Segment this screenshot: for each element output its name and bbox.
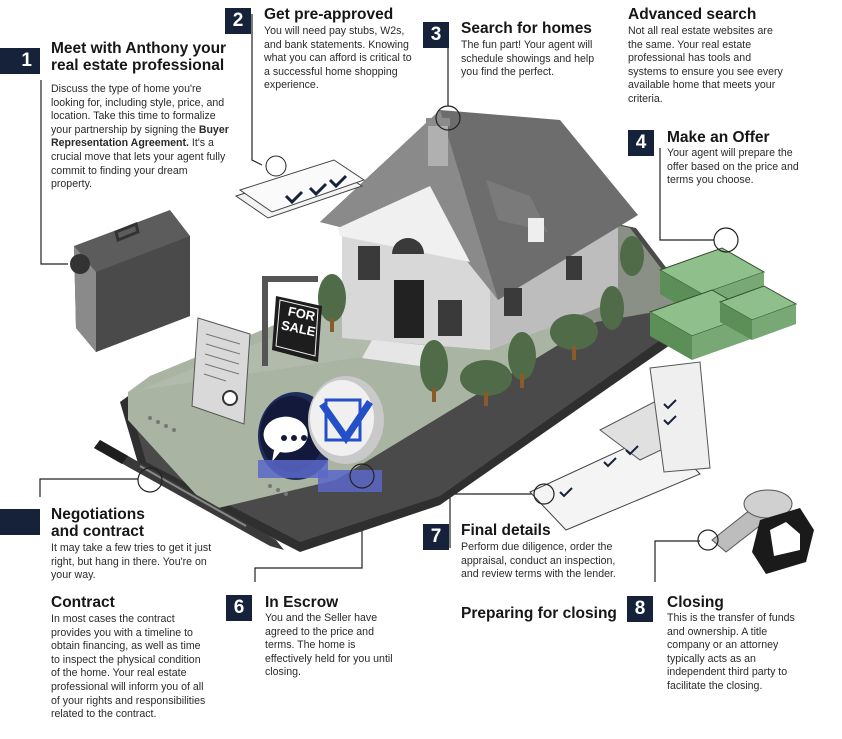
preparing-for-closing-title: Preparing for closing	[461, 605, 617, 622]
step-1-body-bold: Buyer Representation Agreement.	[51, 123, 229, 150]
step-4-badge: 4	[628, 130, 654, 156]
step-4-title: Make an Offer	[667, 129, 770, 146]
negotiations-title: Negotiations and contract	[51, 506, 145, 540]
step-3-body: The fun part! Your agent will schedule s…	[461, 39, 595, 79]
advanced-search-body: Not all real estate websites are the sam…	[628, 25, 783, 105]
chat-bubble-icon	[258, 392, 334, 480]
step-6-badge: 6	[226, 595, 252, 621]
step-8-badge: 8	[627, 596, 653, 622]
negotiations-body: It may take a few tries to get it just r…	[51, 542, 212, 582]
step-3-badge: 3	[423, 22, 449, 48]
step-8-title: Closing	[667, 594, 724, 611]
money-stacks-icon	[648, 247, 798, 360]
step-2-body: You will need pay stubs, W2s, and bank s…	[264, 25, 412, 92]
checklist-icon	[529, 361, 711, 531]
contract-title: Contract	[51, 594, 115, 611]
documents-icon	[234, 155, 366, 219]
step-4-body: Your agent will prepare the offer based …	[667, 147, 799, 187]
step-1-badge: 1	[0, 48, 40, 74]
step-1-body: Discuss the type of home you're looking …	[51, 83, 231, 192]
step-3-title: Search for homes	[461, 20, 592, 37]
advanced-search-title: Advanced search	[628, 6, 757, 23]
pen-icon	[94, 440, 284, 550]
contract-body: In most cases the contract provides you …	[51, 613, 206, 721]
trees	[318, 236, 644, 406]
step-1-body-part-a: Discuss the type of home you're looking …	[51, 83, 225, 136]
step-7-body: Perform due diligence, order the apprais…	[461, 541, 616, 581]
step-2-badge: 2	[225, 8, 251, 34]
sign-post	[262, 276, 322, 366]
highlight-circles	[137, 105, 739, 551]
negotiations-badge	[0, 509, 40, 535]
contract-paper	[191, 317, 251, 425]
house	[320, 110, 638, 366]
step-2-title: Get pre-approved	[264, 6, 394, 23]
step-7-badge: 7	[423, 524, 449, 550]
step-7-title: Final details	[461, 522, 551, 539]
keys-icon	[711, 489, 814, 574]
step-1-title: Meet with Anthony your real estate profe…	[51, 40, 227, 74]
step-6-title: In Escrow	[265, 594, 339, 611]
step-8-body: This is the transfer of funds and owners…	[667, 612, 795, 692]
briefcase-icon	[70, 210, 190, 352]
step-6-body: You and the Seller have agreed to the pr…	[265, 612, 393, 679]
check-badge-icon	[308, 376, 384, 492]
step-1-body-part-b: It's a crucial move that lets your agent…	[51, 137, 226, 191]
